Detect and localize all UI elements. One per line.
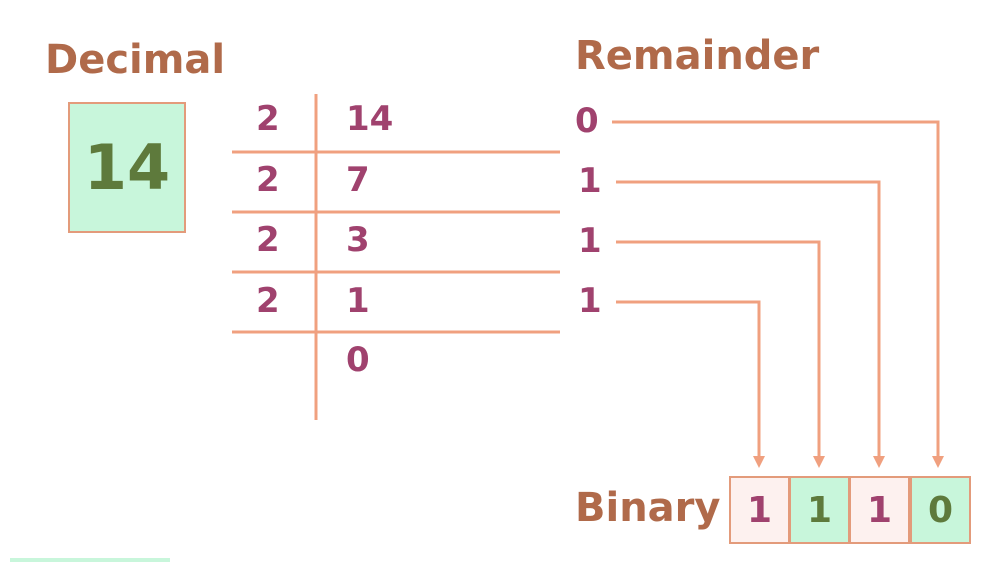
remainder-value: 1 xyxy=(578,161,602,201)
dividend: 7 xyxy=(346,160,370,200)
binary-label: Binary xyxy=(575,485,721,531)
binary-digit: 0 xyxy=(910,476,971,544)
dividend: 14 xyxy=(346,99,394,139)
remainder-value: 0 xyxy=(575,101,599,141)
remainder-arrow xyxy=(616,300,765,468)
divisor: 2 xyxy=(256,160,280,200)
decimal-value: 14 xyxy=(83,131,171,204)
divisor: 2 xyxy=(256,281,280,321)
dividend: 1 xyxy=(346,281,370,321)
remainder-value: 1 xyxy=(578,281,602,321)
dividend: 3 xyxy=(346,220,370,260)
decimal-value-box: 14 xyxy=(68,102,186,233)
remainder-arrow xyxy=(612,120,944,468)
bottom-accent-bar xyxy=(10,558,170,562)
divisor: 2 xyxy=(256,99,280,139)
dividend: 0 xyxy=(346,340,370,380)
binary-digit: 1 xyxy=(729,476,790,544)
remainder-label: Remainder xyxy=(575,33,820,79)
remainder-value: 1 xyxy=(578,221,602,261)
remainder-arrow xyxy=(616,180,885,468)
binary-digit: 1 xyxy=(849,476,910,544)
divisor: 2 xyxy=(256,220,280,260)
binary-digit: 1 xyxy=(789,476,850,544)
decimal-label: Decimal xyxy=(45,37,226,83)
remainder-arrow xyxy=(616,240,825,468)
